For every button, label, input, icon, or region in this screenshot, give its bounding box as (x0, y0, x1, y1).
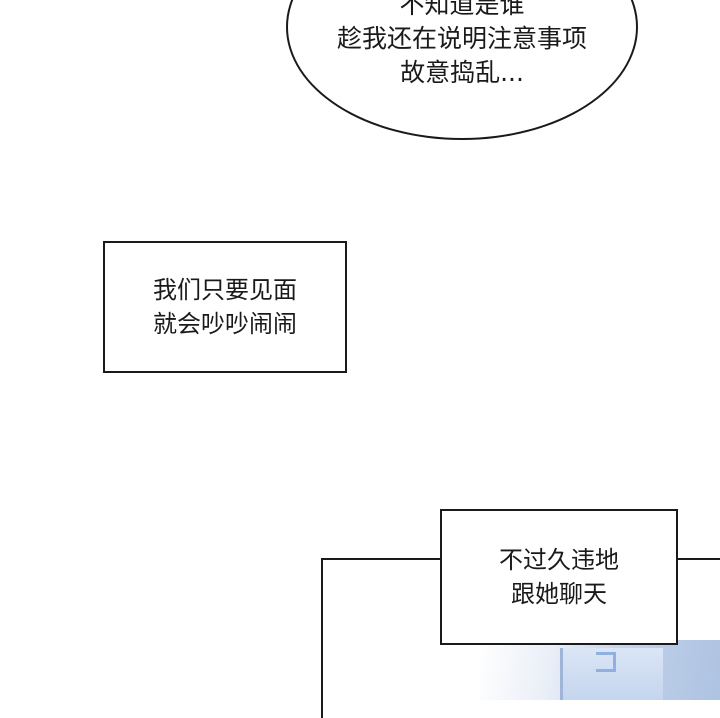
panel-scene-detail (596, 652, 616, 672)
caption-box-1: 我们只要见面 就会吵吵闹闹 (103, 241, 347, 373)
speech-line: 趁我还在说明注意事项 (336, 24, 587, 53)
caption-line: 我们只要见面 (153, 276, 297, 304)
caption-line: 就会吵吵闹闹 (153, 310, 297, 338)
speech-line: 故意捣乱... (400, 58, 524, 87)
caption-box-2: 不过久违地 跟她聊天 (440, 509, 678, 645)
speech-bubble-text: 不知道是谁 趁我还在说明注意事项 故意捣乱... (286, 0, 638, 90)
caption-line: 不过久违地 (499, 546, 619, 574)
caption-line: 跟她聊天 (511, 580, 607, 608)
speech-line: 不知道是谁 (399, 0, 525, 19)
panel-scene-screen (560, 648, 663, 700)
